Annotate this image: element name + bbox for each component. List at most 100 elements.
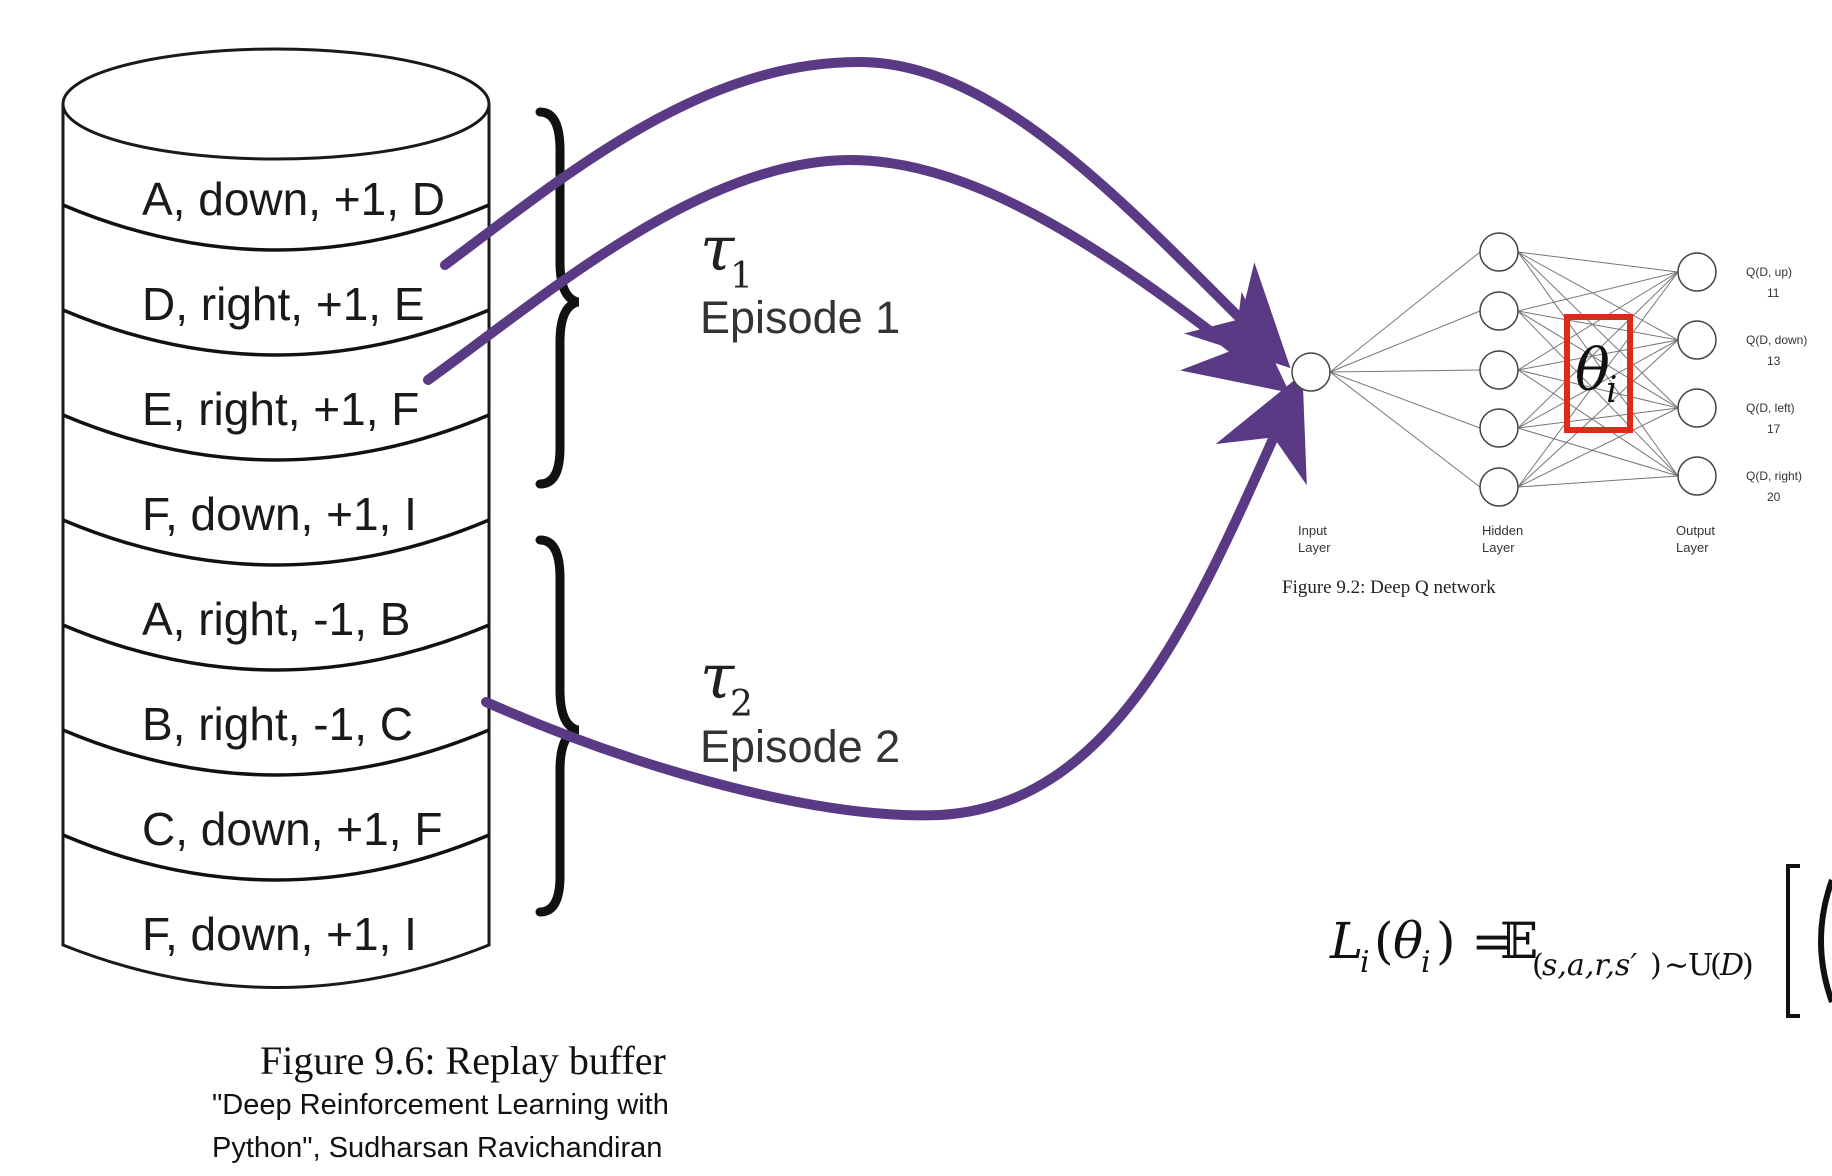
q-output-label: Q(D, left) xyxy=(1746,401,1795,415)
hidden-node xyxy=(1479,232,1519,272)
buffer-row: A, down, +1, D xyxy=(142,173,445,225)
hidden-output-connection xyxy=(1517,407,1679,488)
hidden-output-connection xyxy=(1517,251,1679,409)
hidden-output-connection xyxy=(1517,310,1679,341)
deep-q-network xyxy=(1291,232,1717,507)
hidden-output-connection xyxy=(1517,407,1679,429)
row-divider xyxy=(62,518,490,567)
episode-1-brace xyxy=(535,107,580,489)
eq-U-close: ) xyxy=(1742,948,1754,983)
output-node xyxy=(1677,388,1717,428)
hidden-output-connection xyxy=(1517,339,1679,488)
eq-L-sub: i xyxy=(1360,945,1370,980)
sample-arrow-3 xyxy=(481,373,1307,821)
hidden-output-connection xyxy=(1517,251,1679,273)
eq-open-paren: ( xyxy=(1374,912,1394,970)
output-layer-label: Layer xyxy=(1676,540,1709,555)
eq-big-bracket xyxy=(1786,864,1800,1018)
hidden-output-connection xyxy=(1517,271,1679,488)
book-credit-line-1: "Deep Reinforcement Learning with xyxy=(212,1089,669,1121)
hidden-layer-label: Layer xyxy=(1482,540,1515,555)
hidden-output-connection xyxy=(1517,369,1679,477)
hidden-output-connection xyxy=(1517,427,1679,477)
eq-close-equals: ) = xyxy=(1436,912,1513,970)
q-output-value: 11 xyxy=(1767,286,1780,300)
q-output-value: 20 xyxy=(1767,490,1781,504)
episode-2-brace xyxy=(535,535,580,917)
input-node xyxy=(1291,352,1331,392)
input-hidden-connection xyxy=(1329,251,1481,373)
network-caption: Figure 9.2: Deep Q network xyxy=(1282,577,1496,598)
hidden-output-connection xyxy=(1517,339,1679,429)
buffer-row: D, right, +1, E xyxy=(142,278,425,330)
q-output-label: Q(D, up) xyxy=(1746,265,1792,279)
theta-highlight-box xyxy=(1564,314,1633,433)
hidden-node xyxy=(1479,350,1519,390)
row-divider xyxy=(62,203,490,252)
output-node xyxy=(1677,252,1717,292)
input-hidden-connection xyxy=(1329,310,1481,373)
input-hidden-connection xyxy=(1329,371,1481,488)
hidden-layer-label: Hidden xyxy=(1482,523,1523,538)
eq-sub-open: ( xyxy=(1532,948,1544,983)
hidden-output-connection xyxy=(1517,251,1679,341)
row-divider xyxy=(62,833,490,882)
hidden-output-connection xyxy=(1517,475,1679,488)
hidden-output-connection xyxy=(1517,251,1679,477)
row-divider xyxy=(62,413,490,462)
input-hidden-connection xyxy=(1329,371,1481,429)
hidden-output-connection xyxy=(1517,271,1679,312)
row-divider xyxy=(62,308,490,357)
input-layer-label: Layer xyxy=(1298,540,1331,555)
output-node xyxy=(1677,320,1717,360)
buffer-row: E, right, +1, F xyxy=(142,383,419,435)
eq-theta-sub: i xyxy=(1421,945,1431,980)
eq-U: U xyxy=(1688,948,1713,983)
eq-U-arg: D xyxy=(1719,948,1744,983)
buffer-row: B, right, -1, C xyxy=(142,698,413,750)
q-output-value: 17 xyxy=(1767,422,1781,436)
row-divider xyxy=(62,728,490,777)
q-output-value: 13 xyxy=(1767,354,1781,368)
sample-arrow-1 xyxy=(440,56,1291,369)
eq-expectation: 𝔼 xyxy=(1500,912,1538,970)
eq-sub-close: ) xyxy=(1650,948,1662,983)
eq-sim: ∼ xyxy=(1664,948,1689,983)
hidden-node xyxy=(1479,408,1519,448)
output-node xyxy=(1677,456,1717,496)
replay-buffer-caption: Figure 9.6: Replay buffer xyxy=(260,1038,666,1083)
q-output-label: Q(D, down) xyxy=(1746,333,1807,347)
tau-1-subscript: 1 xyxy=(730,256,753,297)
loss-equation: L i ( θ i ) = 𝔼 ( s,a,r,s′ ) ∼ U ( D ) xyxy=(1329,864,1832,1018)
theta-subscript: i xyxy=(1606,370,1618,411)
eq-U-open: ( xyxy=(1710,948,1722,983)
buffer-row: C, down, +1, F xyxy=(142,803,442,855)
book-credit-line-2: Python", Sudharsan Ravichandiran xyxy=(212,1132,662,1164)
q-output-label: Q(D, right) xyxy=(1746,469,1802,483)
output-layer-label: Output xyxy=(1676,523,1715,538)
row-divider xyxy=(62,623,490,672)
eq-L: L xyxy=(1329,912,1363,970)
replay-buffer-cylinder xyxy=(61,47,491,989)
input-hidden-connection xyxy=(1329,369,1481,373)
eq-theta: θ xyxy=(1393,912,1423,970)
hidden-node xyxy=(1479,467,1519,507)
hidden-output-connection xyxy=(1517,310,1679,409)
input-layer-label: Input xyxy=(1298,523,1327,538)
episode-1-label: Episode 1 xyxy=(700,292,900,343)
theta-symbol: θ xyxy=(1575,336,1610,404)
hidden-node xyxy=(1479,291,1519,331)
buffer-row: F, down, +1, I xyxy=(142,908,417,960)
hidden-output-connection xyxy=(1517,271,1679,429)
hidden-output-connection xyxy=(1517,271,1679,371)
episode-2-label: Episode 2 xyxy=(700,721,900,772)
hidden-output-connection xyxy=(1517,310,1679,477)
tau-2-symbol: τ xyxy=(700,640,736,713)
hidden-output-connection xyxy=(1517,369,1679,409)
sample-arrow-2 xyxy=(423,154,1290,393)
buffer-row: F, down, +1, I xyxy=(142,488,417,540)
tau-1-symbol: τ xyxy=(700,212,736,285)
buffer-row: A, right, -1, B xyxy=(142,593,410,645)
eq-big-paren xyxy=(1818,878,1832,1004)
